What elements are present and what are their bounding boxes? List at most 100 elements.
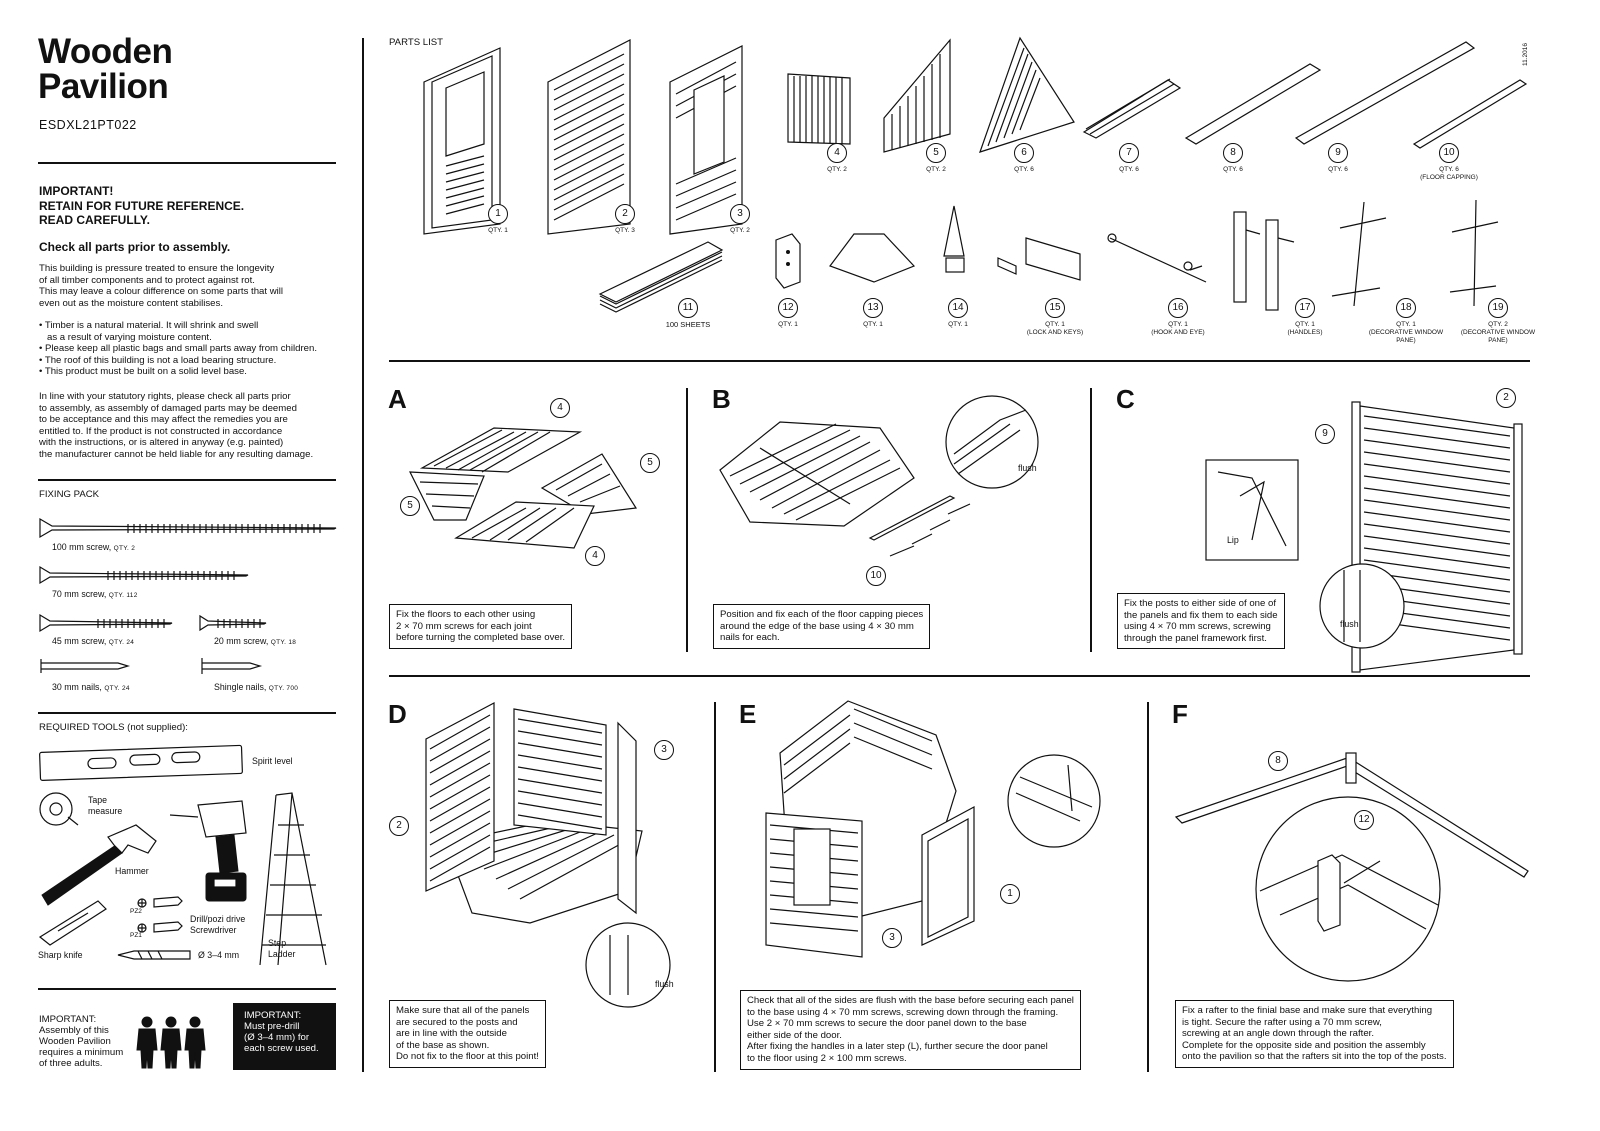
finial-icon [943, 205, 965, 273]
part-number-2: 2 [615, 204, 635, 224]
part-number-14: 14 [948, 298, 968, 318]
spirit-level-label: Spirit level [252, 756, 293, 766]
floor-section-a-icon [787, 73, 851, 145]
part-qty-text: QTY. 1 [863, 321, 883, 328]
part-number-1: 1 [488, 204, 508, 224]
tape-measure-icon [39, 792, 79, 826]
part-qty-4: QTY. 2 [797, 166, 877, 174]
fixing-pack-illustrations [39, 517, 337, 674]
roof-cap-icon [829, 233, 916, 283]
part-number-11: 11 [678, 298, 698, 318]
part-note: (HANDLES) [1287, 329, 1323, 336]
part-qty-text: QTY. 6 [1328, 166, 1348, 173]
part-qty-text: QTY. 3 [615, 227, 635, 234]
pz2-label: PZ2 [130, 908, 142, 915]
ladder-label-1: Step [268, 938, 287, 948]
part-number-5: 5 [926, 143, 946, 163]
part-qty-text: QTY. 1 [778, 321, 798, 328]
part-qty-text: QTY. 1 [488, 227, 508, 234]
predrill-notice: IMPORTANT: Must pre-drill (Ø 3–4 mm) for… [233, 1003, 336, 1070]
steps-def-illustrations [425, 700, 1529, 1008]
step-a-letter: A [388, 384, 407, 414]
part-qty-text: QTY. 6 [1119, 166, 1139, 173]
door-handles-icon [1233, 211, 1295, 311]
step-c-lip-label: Lip [1227, 535, 1239, 545]
part-number-17: 17 [1295, 298, 1315, 318]
step-c-flush-label: flush [1340, 619, 1359, 629]
important-heading: IMPORTANT! RETAIN FOR FUTURE REFERENCE. … [39, 184, 244, 228]
part-number-18: 18 [1396, 298, 1416, 318]
step-divider [714, 702, 716, 1072]
part-qty-text: QTY. 2 [1488, 321, 1508, 328]
part-number-19: 19 [1488, 298, 1508, 318]
step-d-flush-label: flush [655, 979, 674, 989]
step-e-assembly [765, 700, 1101, 958]
part-number-15: 15 [1045, 298, 1065, 318]
fixing-100mm-label: 100 mm screw, QTY. 2 [52, 542, 136, 552]
part-number-3: 3 [730, 204, 750, 224]
drill-icon [169, 800, 247, 902]
lock-keys-icon [997, 237, 1081, 281]
part-qty-3: QTY. 2 [700, 227, 780, 235]
step-a-caption: Fix the floors to each other using 2 × 7… [389, 604, 573, 649]
fixing-70mm-label: 70 mm screw, QTY. 112 [52, 589, 138, 599]
part-qty-text: QTY. 1 [1045, 321, 1065, 328]
part-qty-1: QTY. 1 [458, 227, 538, 235]
callout-part-5: 5 [640, 453, 660, 473]
finial-base-icon [775, 233, 801, 289]
roof-strip-icon [1082, 78, 1182, 139]
step-e-caption: Check that all of the sides are flush wi… [740, 990, 1081, 1070]
bullet-list: • Timber is a natural material. It will … [39, 320, 317, 378]
part-note: (DECORATIVE WINDOW PANE) [1460, 329, 1536, 344]
step-d-caption: Make sure that all of the panels are sec… [389, 1000, 546, 1068]
part-qty-text: QTY. 1 [1295, 321, 1315, 328]
step-f-caption: Fix a rafter to the finial base and make… [1175, 1000, 1454, 1068]
step-d-letter: D [388, 699, 407, 729]
part-qty-8: QTY. 6 [1193, 166, 1273, 174]
screw-45mm-icon [39, 613, 173, 633]
decorative-pane-a-icon [1331, 201, 1387, 307]
solid-panel-icon [547, 39, 631, 235]
part-qty-text: QTY. 6 [1014, 166, 1034, 173]
callout-part-3: 3 [654, 740, 674, 760]
part-qty-14: QTY. 1 [918, 321, 998, 329]
step-b-caption: Position and fix each of the floor cappi… [713, 604, 931, 649]
fixing-30mm-nail-label: 30 mm nails, QTY. 24 [52, 682, 130, 692]
part-qty-11: 100 SHEETS [648, 321, 728, 329]
fixing-pack-heading: FIXING PACK [39, 489, 100, 500]
decorative-pane-b-icon [1449, 199, 1499, 307]
step-ladder-icon [259, 792, 327, 966]
rafter-long-icon [1184, 63, 1322, 145]
callout-part-2: 2 [389, 816, 409, 836]
tape-label-1: Tape [88, 795, 108, 805]
knife-label: Sharp knife [38, 950, 83, 960]
column-divider [362, 38, 364, 1072]
part-qty-10: QTY. 6(FLOOR CAPPING) [1409, 166, 1489, 182]
shingle-nail-icon [201, 658, 263, 674]
screw-100mm-icon [39, 517, 337, 539]
spirit-level-icon [39, 744, 243, 781]
part-number-6: 6 [1014, 143, 1034, 163]
drill-label-1: Drill/pozi drive [190, 914, 246, 924]
door-panel-icon [423, 47, 501, 235]
drill-label-2: Screwdriver [190, 925, 237, 935]
window-panel-icon [669, 45, 743, 235]
part-qty-text: QTY. 2 [926, 166, 946, 173]
step-e-letter: E [739, 699, 757, 729]
hammer-label: Hammer [115, 866, 149, 876]
callout-part-4: 4 [585, 546, 605, 566]
part-number-10: 10 [1439, 143, 1459, 163]
three-people-icon [136, 1016, 206, 1069]
step-c-panel [1205, 401, 1523, 673]
tape-label-2: measure [88, 806, 123, 816]
part-number-8: 8 [1223, 143, 1243, 163]
nail-30mm-icon [40, 659, 131, 673]
part-qty-17: QTY. 1(HANDLES) [1265, 321, 1345, 337]
treatment-paragraph: This building is pressure treated to ens… [39, 263, 284, 309]
step-divider [1147, 702, 1149, 1072]
part-qty-18: QTY. 1(DECORATIVE WINDOW PANE) [1366, 321, 1446, 345]
bit-size-label: Ø 3–4 mm [198, 950, 240, 960]
part-qty-12: QTY. 1 [748, 321, 828, 329]
step-f-rafters [1174, 752, 1529, 982]
check-parts-heading: Check all parts prior to assembly. [39, 240, 231, 254]
